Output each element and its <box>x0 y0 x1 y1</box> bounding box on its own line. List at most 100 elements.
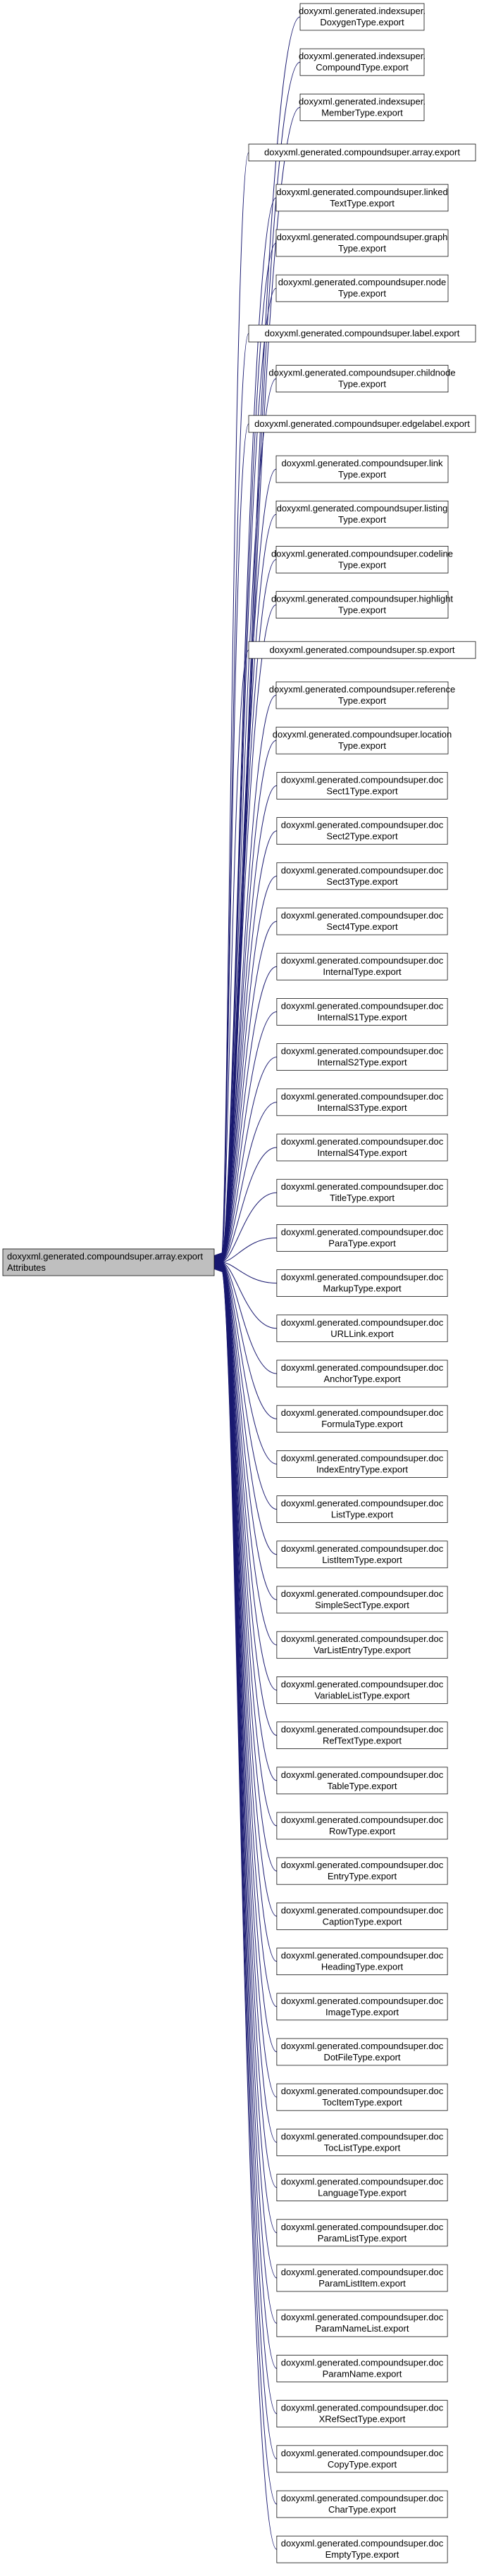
node-doxyxml-generated-compoundsuper-doc-entrytype[interactable]: doxyxml.generated.compoundsuper.docEntry… <box>276 1857 448 1885</box>
node-doxyxml-generated-compoundsuper-doc-emptytype[interactable]: doxyxml.generated.compoundsuper.docEmpty… <box>276 2535 448 2563</box>
node-doxyxml-generated-compoundsuper-doc-entrytype-box <box>276 1857 448 1885</box>
node-doxyxml-generated-compoundsuper-doc-copytype[interactable]: doxyxml.generated.compoundsuper.docCopyT… <box>276 2445 448 2473</box>
node-doxyxml-generated-compoundsuper-doc-paramlisttype[interactable]: doxyxml.generated.compoundsuper.docParam… <box>276 2219 448 2247</box>
node-doxyxml-generated-compoundsuper-doc-captiontype[interactable]: doxyxml.generated.compoundsuper.docCapti… <box>276 1903 448 1930</box>
node-doxyxml-generated-compoundsuper-doc-headingtype-label-line-2: HeadingType.export <box>321 1962 404 1972</box>
node-doxyxml-generated-compoundsuper-doc-sect3type[interactable]: doxyxml.generated.compoundsuper.docSect3… <box>276 862 448 890</box>
root-node-box <box>2 1248 215 1276</box>
node-doxyxml-generated-compoundsuper-graph-type[interactable]: doxyxml.generated.compoundsuper.graphTyp… <box>275 229 449 257</box>
node-doxyxml-generated-compoundsuper-doc-xrefsecttype[interactable]: doxyxml.generated.compoundsuper.docXRefS… <box>276 2400 448 2427</box>
node-doxyxml-generated-compoundsuper-label-box <box>248 325 476 342</box>
node-doxyxml-generated-compoundsuper-doc-urllink[interactable]: doxyxml.generated.compoundsuper.docURLLi… <box>276 1314 448 1343</box>
node-doxyxml-generated-compoundsuper-doc-listtype[interactable]: doxyxml.generated.compoundsuper.docListT… <box>276 1495 448 1523</box>
node-doxyxml-generated-compoundsuper-doc-markuptype[interactable]: doxyxml.generated.compoundsuper.docMarku… <box>276 1269 448 1297</box>
node-doxyxml-generated-compoundsuper-doc-paramlistitem-label-line-2: ParamListItem.export <box>318 2278 406 2289</box>
node-doxyxml-generated-compoundsuper-doc-sect4type[interactable]: doxyxml.generated.compoundsuper.docSect4… <box>276 907 448 935</box>
node-doxyxml-generated-compoundsuper-doc-chartype[interactable]: doxyxml.generated.compoundsuper.docCharT… <box>276 2490 448 2518</box>
node-doxyxml-generated-compoundsuper-doc-tocitemtype[interactable]: doxyxml.generated.compoundsuper.docTocIt… <box>276 2083 448 2111</box>
node-doxyxml-generated-compoundsuper-doc-dotfiletype[interactable]: doxyxml.generated.compoundsuper.docDotFi… <box>276 2038 448 2066</box>
node-doxyxml-generated-compoundsuper-doc-anchortype-box <box>276 1359 448 1388</box>
node-doxyxml-generated-compoundsuper-edgelabel[interactable]: doxyxml.generated.compoundsuper.edgelabe… <box>248 415 476 433</box>
node-doxyxml-generated-compoundsuper-doc-listtype-label-line-2: ListType.export <box>331 1510 394 1520</box>
node-doxyxml-generated-compoundsuper-doc-languagetype-label-line-2: LanguageType.export <box>318 2188 407 2198</box>
node-doxyxml-generated-indexsuper-membertype[interactable]: doxyxml.generated.indexsuper.MemberType.… <box>299 94 426 121</box>
edge-node-doxyxml-generated-compoundsuper-doc-urllink <box>221 1262 277 1329</box>
node-doxyxml-generated-compoundsuper-doc-internals4type[interactable]: doxyxml.generated.compoundsuper.docInter… <box>276 1133 448 1162</box>
node-doxyxml-generated-compoundsuper-doc-paramnamelist-label-line-2: ParamNameList.export <box>316 2323 409 2334</box>
node-doxyxml-generated-compoundsuper-doc-sect2type-label-line-2: Sect2Type.export <box>326 831 398 842</box>
node-doxyxml-generated-compoundsuper-doc-sect2type-label-line-1: doxyxml.generated.compoundsuper.doc <box>281 820 444 830</box>
node-doxyxml-generated-compoundsuper-doc-tabletype[interactable]: doxyxml.generated.compoundsuper.docTable… <box>276 1767 448 1795</box>
node-doxyxml-generated-compoundsuper-doc-formulatype[interactable]: doxyxml.generated.compoundsuper.docFormu… <box>276 1405 448 1433</box>
node-doxyxml-generated-compoundsuper-doc-paramlistitem[interactable]: doxyxml.generated.compoundsuper.docParam… <box>276 2264 448 2292</box>
node-doxyxml-generated-compoundsuper-doc-paramname-box <box>276 2355 448 2382</box>
node-doxyxml-generated-compoundsuper-doc-paratype-label-line-2: ParaType.export <box>328 1238 396 1248</box>
node-doxyxml-generated-compoundsuper-array[interactable]: doxyxml.generated.compoundsuper.array.ex… <box>248 144 476 161</box>
node-doxyxml-generated-compoundsuper-doc-titletype[interactable]: doxyxml.generated.compoundsuper.docTitle… <box>276 1178 448 1207</box>
node-doxyxml-generated-compoundsuper-doc-reftexttype[interactable]: doxyxml.generated.compoundsuper.docRefTe… <box>276 1722 448 1749</box>
node-doxyxml-generated-indexsuper-compoundtype[interactable]: doxyxml.generated.indexsuper.CompoundTyp… <box>299 48 426 76</box>
node-doxyxml-generated-compoundsuper-doc-internals3type-label-line-1: doxyxml.generated.compoundsuper.doc <box>281 1091 444 1102</box>
node-doxyxml-generated-compoundsuper-doc-languagetype-label-line-1: doxyxml.generated.compoundsuper.doc <box>281 2177 444 2187</box>
node-doxyxml-generated-compoundsuper-doc-rowtype[interactable]: doxyxml.generated.compoundsuper.docRowTy… <box>276 1812 448 1840</box>
node-doxyxml-generated-compoundsuper-location-type[interactable]: doxyxml.generated.compoundsuper.location… <box>273 726 452 754</box>
node-doxyxml-generated-compoundsuper-highlight-type-label-line-2: Type.export <box>338 605 386 616</box>
node-doxyxml-generated-compoundsuper-location-type-box <box>275 726 449 754</box>
node-doxyxml-generated-compoundsuper-label[interactable]: doxyxml.generated.compoundsuper.label.ex… <box>248 325 476 342</box>
node-doxyxml-generated-compoundsuper-listing-type[interactable]: doxyxml.generated.compoundsuper.listingT… <box>275 500 449 528</box>
edge-node-doxyxml-generated-compoundsuper-location-type <box>221 740 277 1260</box>
node-doxyxml-generated-compoundsuper-doc-indexentrytype[interactable]: doxyxml.generated.compoundsuper.docIndex… <box>276 1450 448 1478</box>
node-doxyxml-generated-indexsuper-doxygentype[interactable]: doxyxml.generated.indexsuper.DoxygenType… <box>299 3 426 31</box>
node-doxyxml-generated-compoundsuper-link-type[interactable]: doxyxml.generated.compoundsuper.linkType… <box>275 455 449 483</box>
node-doxyxml-generated-compoundsuper-doc-anchortype-label-line-1: doxyxml.generated.compoundsuper.doc <box>281 1362 444 1373</box>
node-doxyxml-generated-compoundsuper-doc-sect1type[interactable]: doxyxml.generated.compoundsuper.docSect1… <box>276 772 448 799</box>
node-doxyxml-generated-compoundsuper-codeline-type[interactable]: doxyxml.generated.compoundsuper.codeline… <box>271 546 453 573</box>
root-node[interactable]: doxyxml.generated.compoundsuper.array.ex… <box>2 1248 215 1276</box>
node-doxyxml-generated-compoundsuper-highlight-type[interactable]: doxyxml.generated.compoundsuper.highligh… <box>271 591 453 618</box>
node-doxyxml-generated-compoundsuper-sp[interactable]: doxyxml.generated.compoundsuper.sp.expor… <box>248 641 476 659</box>
node-doxyxml-generated-compoundsuper-doc-varlistentrytype[interactable]: doxyxml.generated.compoundsuper.docVarLi… <box>276 1631 448 1659</box>
node-doxyxml-generated-compoundsuper-doc-internals2type[interactable]: doxyxml.generated.compoundsuper.docInter… <box>276 1043 448 1071</box>
node-doxyxml-generated-compoundsuper-reference-type[interactable]: doxyxml.generated.compoundsuper.referenc… <box>269 681 456 709</box>
edge-node-doxyxml-generated-compoundsuper-doc-sect2type <box>221 830 277 1260</box>
node-doxyxml-generated-compoundsuper-linked-texttype-label-line-1: doxyxml.generated.compoundsuper.linked <box>276 187 448 197</box>
node-doxyxml-generated-compoundsuper-link-type-box <box>275 455 449 483</box>
node-doxyxml-generated-compoundsuper-doc-dotfiletype-label-line-1: doxyxml.generated.compoundsuper.doc <box>281 2041 444 2051</box>
node-doxyxml-generated-compoundsuper-doc-listitemtype[interactable]: doxyxml.generated.compoundsuper.docListI… <box>276 1541 448 1569</box>
node-doxyxml-generated-compoundsuper-doc-markuptype-label-line-1: doxyxml.generated.compoundsuper.doc <box>281 1272 444 1283</box>
node-doxyxml-generated-compoundsuper-linked-texttype[interactable]: doxyxml.generated.compoundsuper.linkedTe… <box>275 184 449 212</box>
node-doxyxml-generated-compoundsuper-doc-sect2type[interactable]: doxyxml.generated.compoundsuper.docSect2… <box>276 817 448 845</box>
node-doxyxml-generated-compoundsuper-doc-simplesecttype[interactable]: doxyxml.generated.compoundsuper.docSimpl… <box>276 1586 448 1614</box>
node-doxyxml-generated-compoundsuper-doc-internals2type-label-line-1: doxyxml.generated.compoundsuper.doc <box>281 1046 444 1057</box>
node-doxyxml-generated-compoundsuper-doc-internaltype[interactable]: doxyxml.generated.compoundsuper.docInter… <box>276 952 448 981</box>
node-doxyxml-generated-compoundsuper-doc-internals1type[interactable]: doxyxml.generated.compoundsuper.docInter… <box>276 998 448 1026</box>
node-doxyxml-generated-compoundsuper-link-type-label-line-1: doxyxml.generated.compoundsuper.link <box>281 458 443 468</box>
node-doxyxml-generated-compoundsuper-doc-internals4type-box <box>276 1133 448 1162</box>
node-doxyxml-generated-compoundsuper-doc-paramnamelist-box <box>276 2309 448 2337</box>
node-doxyxml-generated-compoundsuper-doc-paratype[interactable]: doxyxml.generated.compoundsuper.docParaT… <box>276 1224 448 1252</box>
node-doxyxml-generated-compoundsuper-doc-internals3type[interactable]: doxyxml.generated.compoundsuper.docInter… <box>276 1088 448 1116</box>
node-doxyxml-generated-compoundsuper-doc-imagetype[interactable]: doxyxml.generated.compoundsuper.docImage… <box>276 1993 448 2021</box>
node-doxyxml-generated-compoundsuper-location-type-label-line-1: doxyxml.generated.compoundsuper.location <box>273 729 452 740</box>
node-doxyxml-generated-compoundsuper-doc-formulatype-label-line-2: FormulaType.export <box>321 1419 403 1429</box>
node-doxyxml-generated-compoundsuper-doc-varlistentrytype-label-line-1: doxyxml.generated.compoundsuper.doc <box>281 1634 444 1644</box>
node-doxyxml-generated-compoundsuper-node-type[interactable]: doxyxml.generated.compoundsuper.nodeType… <box>275 274 449 302</box>
node-doxyxml-generated-compoundsuper-codeline-type-box <box>275 546 449 573</box>
node-doxyxml-generated-compoundsuper-doc-internaltype-label-line-2: InternalType.export <box>323 966 402 977</box>
node-doxyxml-generated-compoundsuper-doc-headingtype[interactable]: doxyxml.generated.compoundsuper.docHeadi… <box>276 1948 448 1975</box>
node-doxyxml-generated-compoundsuper-doc-variablelisttype[interactable]: doxyxml.generated.compoundsuper.docVaria… <box>276 1676 448 1704</box>
node-doxyxml-generated-compoundsuper-doc-internals1type-label-line-2: InternalS1Type.export <box>317 1012 407 1022</box>
node-doxyxml-generated-indexsuper-membertype-label-line-2: MemberType.export <box>321 107 403 118</box>
node-doxyxml-generated-compoundsuper-doc-paramnamelist[interactable]: doxyxml.generated.compoundsuper.docParam… <box>276 2309 448 2337</box>
node-doxyxml-generated-compoundsuper-doc-urllink-box <box>276 1314 448 1343</box>
node-doxyxml-generated-compoundsuper-doc-sect2type-box <box>276 817 448 845</box>
node-doxyxml-generated-compoundsuper-reference-type-label-line-2: Type.export <box>338 695 386 706</box>
edge-node-doxyxml-generated-compoundsuper-sp <box>221 649 249 1259</box>
node-doxyxml-generated-compoundsuper-doc-anchortype[interactable]: doxyxml.generated.compoundsuper.docAncho… <box>276 1359 448 1388</box>
node-doxyxml-generated-compoundsuper-doc-languagetype[interactable]: doxyxml.generated.compoundsuper.docLangu… <box>276 2174 448 2201</box>
node-doxyxml-generated-compoundsuper-doc-xrefsecttype-label-line-2: XRefSectType.export <box>319 2414 406 2425</box>
node-doxyxml-generated-compoundsuper-doc-titletype-label-line-1: doxyxml.generated.compoundsuper.doc <box>281 1181 444 1192</box>
node-doxyxml-generated-compoundsuper-doc-paramname[interactable]: doxyxml.generated.compoundsuper.docParam… <box>276 2355 448 2382</box>
node-doxyxml-generated-compoundsuper-doc-toclisttype[interactable]: doxyxml.generated.compoundsuper.docTocLi… <box>276 2129 448 2156</box>
node-doxyxml-generated-compoundsuper-childnode-type[interactable]: doxyxml.generated.compoundsuper.childnod… <box>268 365 456 392</box>
